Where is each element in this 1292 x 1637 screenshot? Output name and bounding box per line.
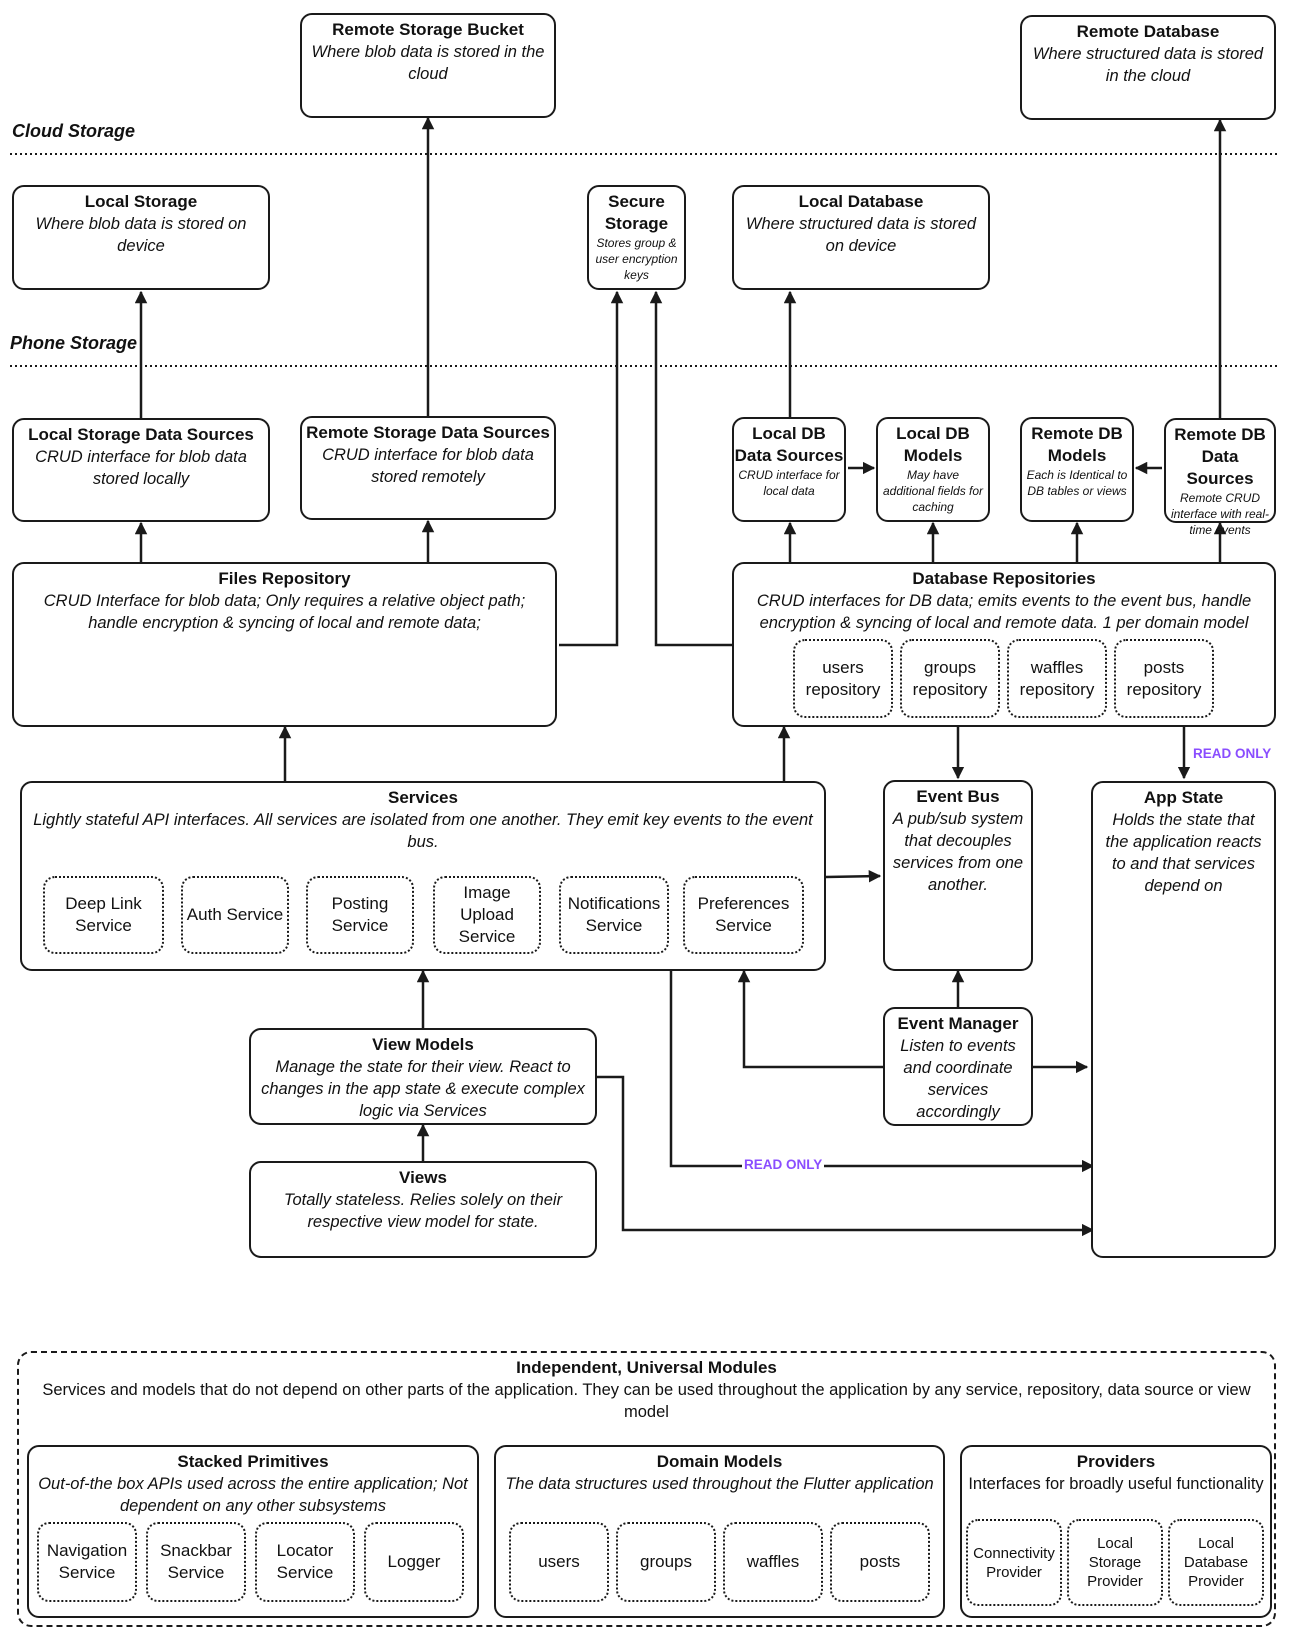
arrow-dbrepo-to-secure xyxy=(649,290,733,647)
node-desc: CRUD interface for blob data stored loca… xyxy=(35,448,247,488)
node-title: Local Storage Data Sources xyxy=(28,425,254,444)
node-title: Files Repository xyxy=(218,569,351,588)
section-label-phone: Phone Storage xyxy=(10,333,138,353)
local-database-node: Local Database Where structured data is … xyxy=(732,185,990,290)
app-state-node: App State Holds the state that the appli… xyxy=(1091,781,1276,1258)
arrow-services-to-eventbus xyxy=(825,869,882,883)
read-only-label: READ ONLY xyxy=(742,1157,825,1172)
node-desc: CRUD interfaces for DB data; emits event… xyxy=(756,592,1252,632)
notifications-service: Notifications Service xyxy=(559,876,669,954)
node-title: Providers xyxy=(1076,1452,1156,1471)
remote-db-models-node: Remote DB Models Each is Identical to DB… xyxy=(1020,417,1134,522)
node-desc: May have additional fields for caching xyxy=(882,468,984,514)
node-title: Views xyxy=(399,1168,447,1187)
groups-model: groups xyxy=(616,1522,716,1602)
views-node: Views Totally stateless. Relies solely o… xyxy=(249,1161,597,1258)
node-title: Remote Database xyxy=(1076,22,1220,41)
waffles-model: waffles xyxy=(723,1522,823,1602)
read-only-label: READ ONLY xyxy=(1191,746,1274,761)
logger: Logger xyxy=(364,1522,464,1602)
local-db-models-node: Local DB Models May have additional fiel… xyxy=(876,417,990,522)
node-desc: CRUD interface for blob data stored remo… xyxy=(322,446,534,486)
node-title: Local Database xyxy=(798,192,924,211)
node-desc: Interfaces for broadly useful functional… xyxy=(968,1475,1264,1493)
local-storage-data-sources-node: Local Storage Data Sources CRUD interfac… xyxy=(12,418,270,522)
view-models-node: View Models Manage the state for their v… xyxy=(249,1028,597,1125)
universal-modules-group xyxy=(17,1351,1276,1627)
connectivity-provider: Connectivity Provider xyxy=(966,1519,1062,1606)
node-desc: Listen to events and coordinate services… xyxy=(900,1037,1016,1121)
node-desc: Lightly stateful API interfaces. All ser… xyxy=(33,811,813,851)
posts-repository: posts repository xyxy=(1114,639,1214,718)
arrow-files-to-secure xyxy=(559,290,624,647)
node-desc: Stores group & user encryption keys xyxy=(595,236,678,282)
groups-repository: groups repository xyxy=(900,639,1000,718)
secure-storage-node: Secure Storage Stores group & user encry… xyxy=(587,185,686,290)
remote-db-data-sources-node: Remote DB Data Sources Remote CRUD inter… xyxy=(1164,418,1276,537)
node-desc: CRUD Interface for blob data; Only requi… xyxy=(43,592,526,632)
users-repository: users repository xyxy=(793,639,893,718)
node-title: Remote Storage Bucket xyxy=(332,20,524,39)
auth-service: Auth Service xyxy=(181,876,289,954)
node-title: Remote DB Models xyxy=(1031,424,1123,465)
event-bus-node: Event Bus A pub/sub system that decouple… xyxy=(883,780,1033,971)
group-title: Independent, Universal Modules xyxy=(516,1358,777,1377)
locator-service: Locator Service xyxy=(255,1522,355,1602)
deep-link-service: Deep Link Service xyxy=(43,876,164,954)
node-desc: Manage the state for their view. React t… xyxy=(261,1058,585,1120)
universal-modules-header: Independent, Universal Modules Services … xyxy=(17,1357,1276,1423)
node-title: App State xyxy=(1143,788,1224,807)
node-desc: A pub/sub system that decouples services… xyxy=(892,810,1024,894)
section-label-cloud: Cloud Storage xyxy=(12,121,136,141)
node-desc: Each is Identical to DB tables or views xyxy=(1026,468,1128,498)
node-title: Local Storage xyxy=(84,192,198,211)
event-manager-node: Event Manager Listen to events and coord… xyxy=(883,1007,1033,1126)
files-repository-node: Files Repository CRUD Interface for blob… xyxy=(12,562,557,727)
local-storage-node: Local Storage Where blob data is stored … xyxy=(12,185,270,290)
node-desc: Holds the state that the application rea… xyxy=(1105,811,1262,895)
snackbar-service: Snackbar Service xyxy=(146,1522,246,1602)
local-database-provider: Local Database Provider xyxy=(1168,1519,1264,1606)
local-db-data-sources-node: Local DB Data Sources CRUD interface for… xyxy=(732,417,846,522)
node-desc: Where structured data is stored in the c… xyxy=(1032,45,1264,85)
node-desc: Where structured data is stored on devic… xyxy=(745,215,977,255)
arrow-services-to-appstate-readonly xyxy=(669,971,1095,1173)
node-title: Event Bus xyxy=(916,787,1000,806)
posts-model: posts xyxy=(830,1522,930,1602)
node-desc: CRUD interface for local data xyxy=(738,468,840,498)
node-title: Local DB Data Sources xyxy=(734,424,844,465)
arrow-viewmodels-to-appstate xyxy=(597,1075,1095,1237)
node-desc: Totally stateless. Relies solely on thei… xyxy=(283,1191,563,1231)
node-desc: Remote CRUD interface with real-time eve… xyxy=(1170,491,1270,537)
node-title: Services xyxy=(388,788,458,807)
node-title: Event Manager xyxy=(897,1014,1019,1033)
group-desc: Services and models that do not depend o… xyxy=(42,1381,1251,1421)
node-desc: Where blob data is stored on device xyxy=(35,215,247,255)
node-title: Stacked Primitives xyxy=(177,1452,329,1471)
posting-service: Posting Service xyxy=(306,876,414,954)
node-title: Secure Storage xyxy=(604,192,669,233)
navigation-service: Navigation Service xyxy=(37,1522,137,1602)
node-desc: The data structures used throughout the … xyxy=(505,1475,934,1493)
node-desc: Where blob data is stored in the cloud xyxy=(311,43,545,83)
preferences-service: Preferences Service xyxy=(683,876,804,954)
remote-storage-data-sources-node: Remote Storage Data Sources CRUD interfa… xyxy=(300,416,556,520)
node-title: Domain Models xyxy=(656,1452,783,1471)
arrow-eventmanager-to-services xyxy=(737,969,883,1069)
remote-storage-bucket-node: Remote Storage Bucket Where blob data is… xyxy=(300,13,556,118)
node-desc: Out-of-the box APIs used across the enti… xyxy=(38,1475,468,1515)
node-title: Local DB Models xyxy=(896,424,970,465)
node-title: Remote DB Data Sources xyxy=(1174,425,1266,488)
image-upload-service: Image Upload Service xyxy=(433,876,541,954)
node-title: View Models xyxy=(372,1035,474,1054)
waffles-repository: waffles repository xyxy=(1007,639,1107,718)
node-title: Remote Storage Data Sources xyxy=(306,423,550,442)
local-storage-provider: Local Storage Provider xyxy=(1067,1519,1163,1606)
node-title: Database Repositories xyxy=(912,569,1096,588)
users-model: users xyxy=(509,1522,609,1602)
remote-database-node: Remote Database Where structured data is… xyxy=(1020,15,1276,120)
